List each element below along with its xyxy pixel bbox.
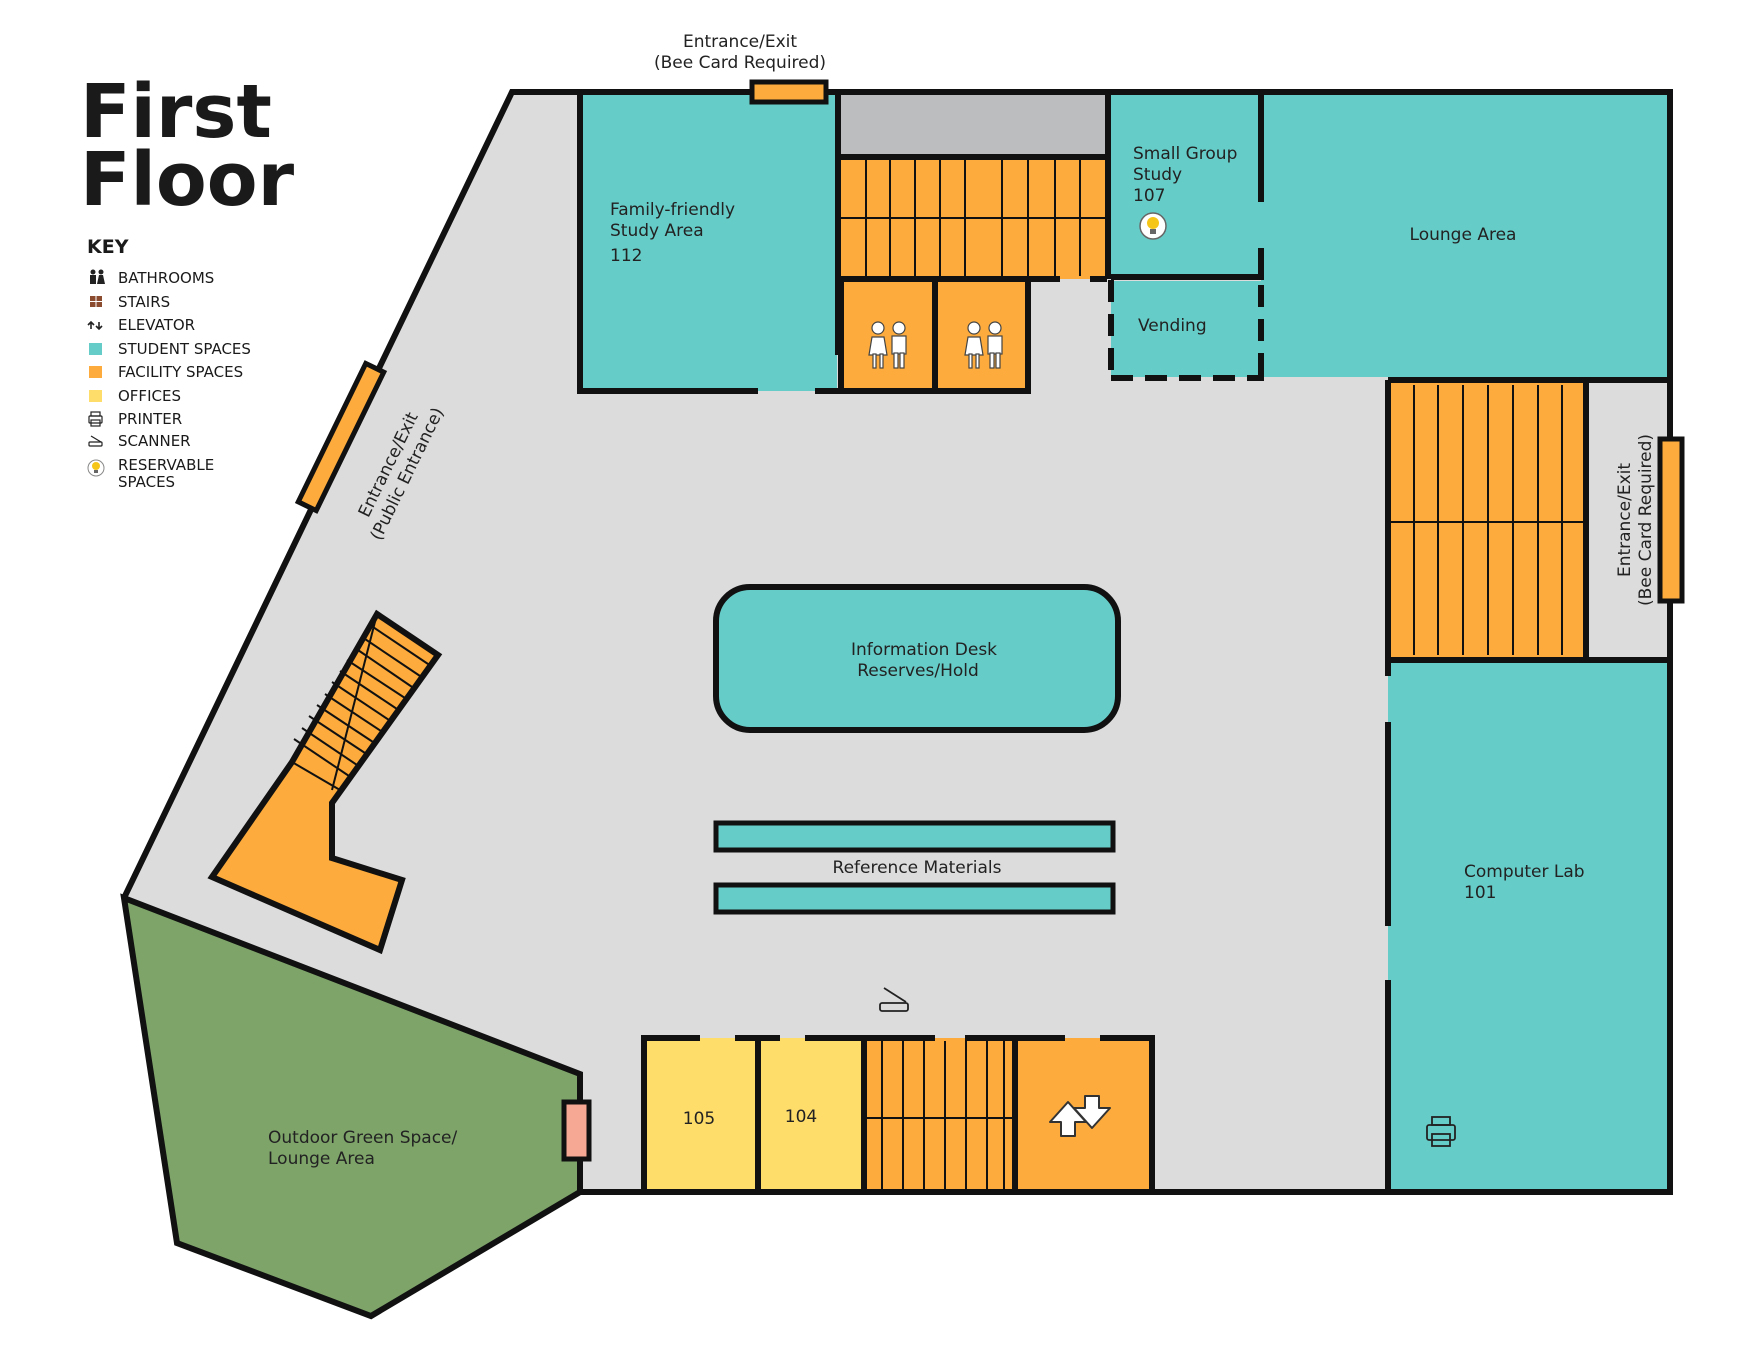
- reservable-bulb-icon: [1139, 212, 1167, 240]
- small-group-number: 107: [1133, 186, 1165, 206]
- vending-label: Vending: [1138, 316, 1207, 336]
- small-group-label: Small Group: [1133, 144, 1237, 164]
- bathroom-icon: [868, 321, 907, 369]
- room-family-study[interactable]: [580, 95, 837, 391]
- entrance-top-sublabel: (Bee Card Required): [654, 53, 826, 73]
- room-vending[interactable]: [1111, 281, 1261, 377]
- stairs-diagonal-lines: [291, 613, 432, 791]
- key-label-reservable-2: SPACES: [118, 473, 175, 491]
- bathroom-left[interactable]: [843, 282, 933, 390]
- key-label-offices: OFFICES: [118, 387, 181, 405]
- office-104-label: 104: [785, 1107, 817, 1127]
- entrance-right-door[interactable]: [1657, 436, 1685, 604]
- key-swatch-office: [89, 390, 102, 402]
- outdoor-label-2: Lounge Area: [268, 1149, 375, 1169]
- key-heading: KEY: [87, 236, 129, 258]
- key-printer-icon: [88, 411, 103, 427]
- small-group-label-2: Study: [1133, 165, 1182, 185]
- key-elevator-icon: [87, 320, 103, 331]
- key-label-facility: FACILITY SPACES: [118, 363, 243, 381]
- room-lounge[interactable]: [1261, 95, 1669, 377]
- information-desk[interactable]: [713, 584, 1121, 733]
- reference-shelf-top: [713, 820, 1116, 853]
- page-title: First: [80, 69, 272, 155]
- elevator-icon: [1049, 1095, 1111, 1137]
- outdoor-green-space[interactable]: [120, 893, 583, 1320]
- key-label-scanner: SCANNER: [118, 432, 191, 450]
- entrance-top-label: Entrance/Exit: [683, 32, 797, 52]
- key-swatch-facility: [89, 366, 102, 378]
- scanner-icon: [879, 987, 909, 1012]
- walls: [121, 89, 1673, 1195]
- stairs-right-lines: [1388, 385, 1586, 655]
- key-swatch-student: [89, 343, 102, 355]
- key-stairs-icon: [90, 296, 102, 307]
- stairs-top-lines: [841, 160, 1107, 276]
- outdoor-label: Outdoor Green Space/: [268, 1128, 457, 1148]
- lounge-label: Lounge Area: [1410, 225, 1517, 245]
- computer-lab-number: 101: [1464, 883, 1496, 903]
- bathroom-icon: [964, 321, 1003, 369]
- key-label-student: STUDENT SPACES: [118, 340, 251, 358]
- entrance-right-label: Entrance/Exit: [1615, 463, 1635, 577]
- page-title-2: Floor: [80, 137, 295, 223]
- key-label-bathrooms: BATHROOMS: [118, 269, 214, 287]
- office-105-label: 105: [683, 1109, 715, 1129]
- key-label-elevator: ELEVATOR: [118, 316, 195, 334]
- key-label-stairs: STAIRS: [118, 293, 170, 311]
- family-study-label-2: Study Area: [610, 221, 704, 241]
- reference-label: Reference Materials: [833, 858, 1002, 878]
- room-small-group-study[interactable]: [1111, 95, 1261, 275]
- bathroom-right[interactable]: [938, 282, 1028, 390]
- family-study-label: Family-friendly: [610, 200, 735, 220]
- printer-icon: [1426, 1116, 1456, 1147]
- key-label-reservable: RESERVABLE: [118, 456, 214, 474]
- vending-dashed-walls: [1108, 280, 1264, 381]
- entrance-top-door[interactable]: [749, 79, 829, 105]
- office-105[interactable]: [644, 1038, 756, 1192]
- green-space-door[interactable]: [561, 1099, 592, 1162]
- stairs-bottom[interactable]: [866, 1038, 1014, 1192]
- key-scanner-icon: [88, 435, 103, 447]
- entrance-public-door[interactable]: [294, 360, 388, 514]
- key-bulb-icon: [87, 459, 105, 477]
- service-block: [841, 95, 1107, 157]
- stairs-bottom-lines: [866, 1041, 1014, 1189]
- room-computer-lab[interactable]: [1388, 662, 1670, 1192]
- entrance-right-sublabel: (Bee Card Required): [1636, 434, 1656, 606]
- office-104[interactable]: [760, 1038, 862, 1192]
- family-study-number: 112: [610, 246, 642, 266]
- computer-lab-label: Computer Lab: [1464, 862, 1585, 882]
- key-bathroom-icon: [90, 269, 105, 284]
- key-label-printer: PRINTER: [118, 410, 182, 428]
- map-key: KEY BATHROOMS STAIRS ELEVATOR STUDENT SP…: [87, 236, 251, 491]
- info-desk-label: Information Desk: [851, 640, 997, 660]
- reference-shelf-bottom: [713, 882, 1116, 915]
- info-desk-label-2: Reserves/Hold: [857, 661, 979, 681]
